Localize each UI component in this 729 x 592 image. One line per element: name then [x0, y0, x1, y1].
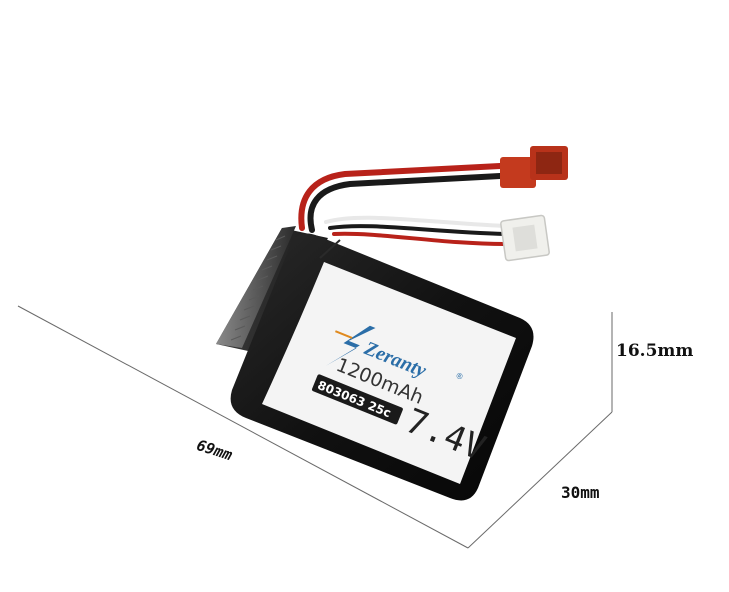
depth-label: 30mm: [561, 483, 600, 502]
power-connector: [500, 146, 568, 188]
model-badge: [312, 374, 403, 425]
power-wire-red: [298, 163, 503, 231]
dimension-lines: [17, 305, 613, 549]
lightning-bolt-icon: [325, 325, 376, 367]
battery-pack: Zeranty ® 1200mAh 803063 25c 7.4V: [216, 226, 534, 501]
battery-label: [262, 262, 516, 484]
balance-wire-white: [324, 215, 507, 228]
height-label: 16.5mm: [616, 341, 694, 361]
battery-wires: [298, 163, 507, 246]
power-wire-black: [307, 173, 503, 233]
registered-mark: ®: [454, 371, 465, 382]
length-dimension-line: [17, 305, 469, 549]
balance-wire-black: [328, 224, 507, 236]
balance-connector: [500, 214, 550, 262]
depth-dimension-line: [467, 411, 613, 549]
balance-wire-red: [332, 231, 507, 246]
